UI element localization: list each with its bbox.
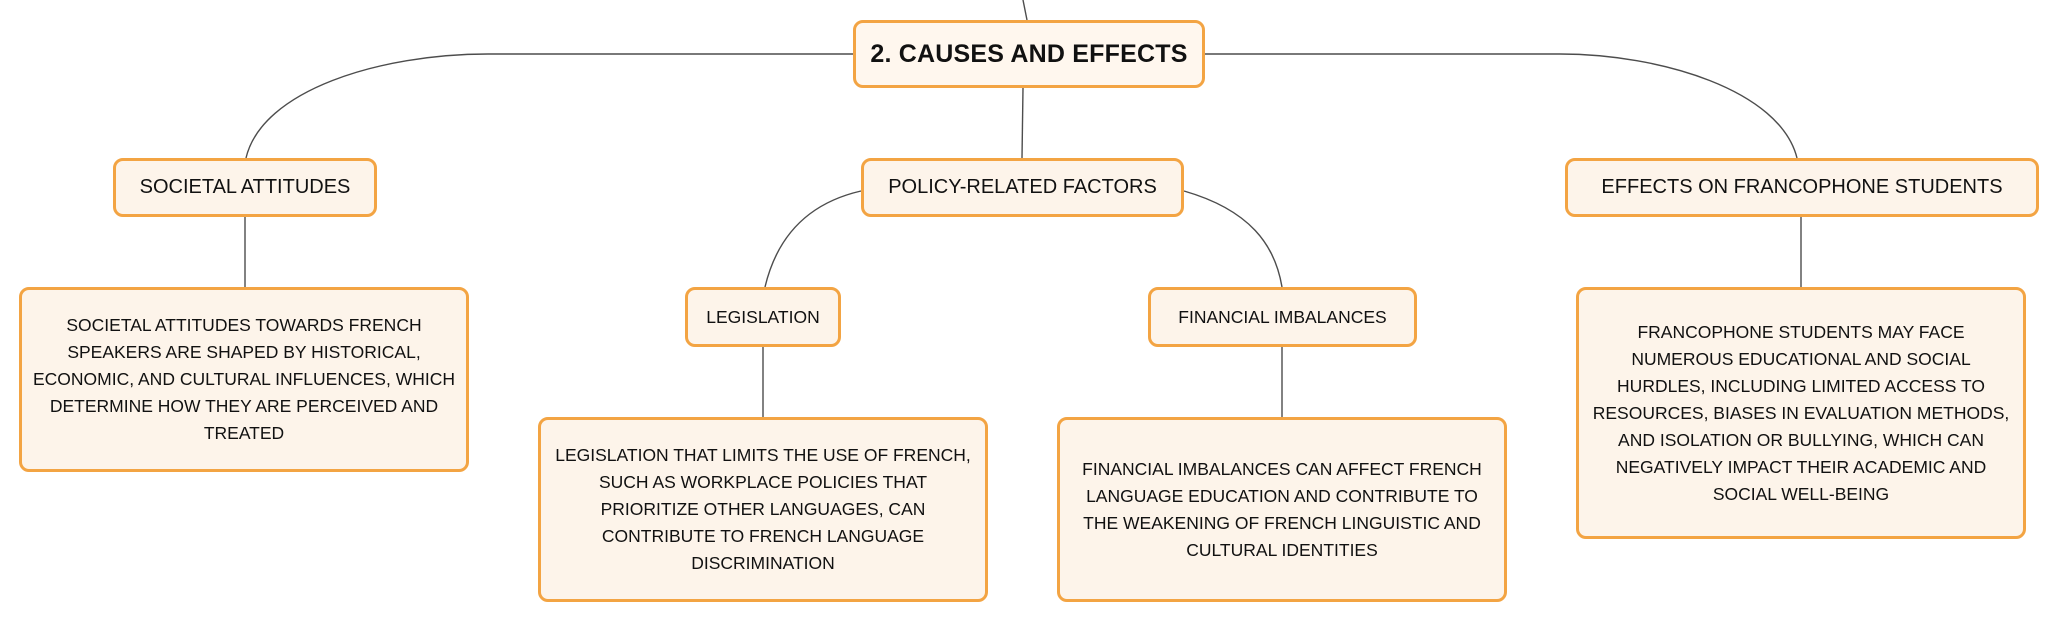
description-text: FRANCOPHONE STUDENTS MAY FACE NUMEROUS E… xyxy=(1592,321,2010,504)
subtopic-label: LEGISLATION xyxy=(706,306,820,327)
topic-node-societal-attitudes[interactable]: SOCIETAL ATTITUDES xyxy=(113,158,377,217)
description-text: LEGISLATION THAT LIMITS THE USE OF FRENC… xyxy=(555,445,971,573)
root-topic-label: 2. CAUSES AND EFFECTS xyxy=(870,39,1188,68)
description-node-effects-on-francophone-students[interactable]: FRANCOPHONE STUDENTS MAY FACE NUMEROUS E… xyxy=(1576,287,2026,539)
topic-label: EFFECTS ON FRANCOPHONE STUDENTS xyxy=(1601,176,2003,198)
subtopic-label: FINANCIAL IMBALANCES xyxy=(1178,306,1387,327)
connector-root-to-societal-attitudes xyxy=(245,53,853,159)
subtopic-node-financial-imbalances[interactable]: FINANCIAL IMBALANCES xyxy=(1148,287,1417,347)
connector-root-to-effects xyxy=(1203,53,1798,159)
connector-policy-factors-to-legislation xyxy=(764,190,862,288)
subtopic-node-legislation[interactable]: LEGISLATION xyxy=(685,287,841,347)
connector-root-to-policy-factors xyxy=(1021,87,1024,159)
description-text: SOCIETAL ATTITUDES TOWARDS FRENCH SPEAKE… xyxy=(33,315,455,443)
description-node-societal-attitudes[interactable]: SOCIETAL ATTITUDES TOWARDS FRENCH SPEAKE… xyxy=(19,287,469,472)
topic-label: POLICY-RELATED FACTORS xyxy=(888,176,1157,198)
connector-parent-to-root xyxy=(1022,0,1028,21)
topic-label: SOCIETAL ATTITUDES xyxy=(139,176,351,198)
topic-node-policy-related-factors[interactable]: POLICY-RELATED FACTORS xyxy=(861,158,1184,217)
description-text: FINANCIAL IMBALANCES CAN AFFECT FRENCH L… xyxy=(1082,458,1482,560)
connector-policy-factors-to-financial-imbalances xyxy=(1183,190,1283,288)
root-topic-node[interactable]: 2. CAUSES AND EFFECTS xyxy=(853,20,1205,88)
description-node-legislation[interactable]: LEGISLATION THAT LIMITS THE USE OF FRENC… xyxy=(538,417,988,602)
description-node-financial-imbalances[interactable]: FINANCIAL IMBALANCES CAN AFFECT FRENCH L… xyxy=(1057,417,1507,602)
topic-node-effects-on-francophone-students[interactable]: EFFECTS ON FRANCOPHONE STUDENTS xyxy=(1565,158,2039,217)
